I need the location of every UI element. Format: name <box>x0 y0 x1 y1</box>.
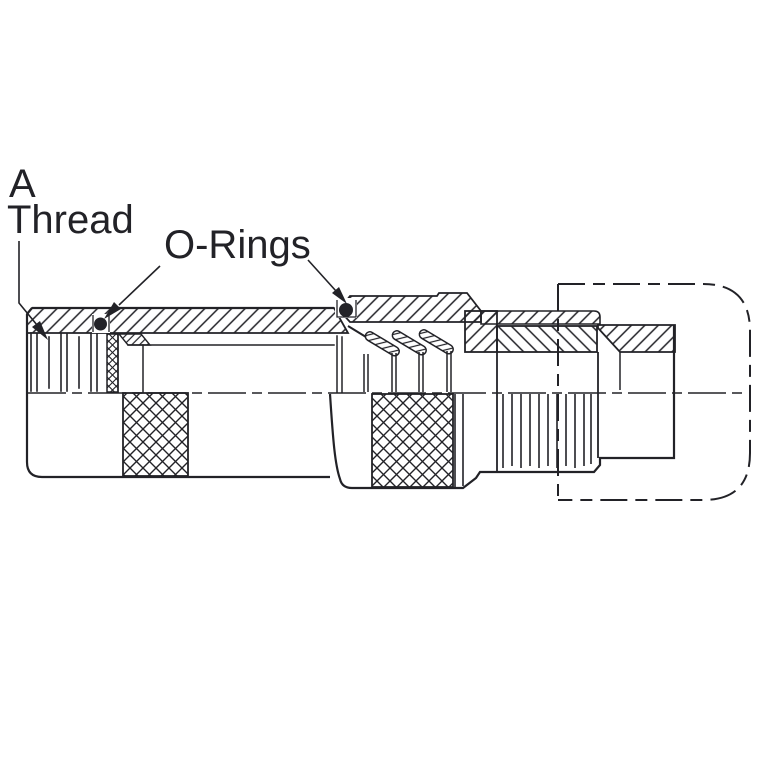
oring-left-group <box>92 314 110 333</box>
end-fitting-hatch <box>597 324 676 353</box>
insert-chamfer <box>117 333 152 346</box>
nut-skirt <box>480 310 601 325</box>
callout-a-letter: A <box>9 162 36 206</box>
left-body-section <box>26 307 350 477</box>
callout-thread-word: Thread <box>7 198 134 242</box>
sleeve-hatch-band <box>496 325 598 353</box>
ribbed-sleeve <box>496 325 599 472</box>
end-fitting <box>597 324 676 390</box>
leader-arrow-oring-left <box>104 302 121 319</box>
knurl-band-right <box>371 393 454 488</box>
leader-line-oring-right <box>307 259 337 292</box>
leader-line-thread <box>18 241 38 326</box>
coupling-nut <box>337 292 601 488</box>
callout-orings: O-Rings <box>104 223 347 319</box>
thread-section <box>30 332 98 392</box>
callout-a-thread: A Thread <box>7 162 134 340</box>
finger-tails <box>363 351 452 392</box>
phantom-mating-outline <box>557 283 751 501</box>
left-shell-hatch <box>26 307 350 334</box>
knurl-band-left <box>122 392 189 477</box>
leader-arrow-thread <box>32 321 48 340</box>
sleeve-ribs <box>502 394 592 468</box>
nut-sleeve-outline <box>328 325 676 490</box>
oring-right-group <box>335 298 357 318</box>
oring-right <box>339 303 353 317</box>
callout-orings-label: O-Rings <box>164 223 311 267</box>
retention-fingers <box>364 329 454 357</box>
seal-strip <box>106 333 119 393</box>
nut-shell-hatch <box>337 292 482 323</box>
leader-arrow-oring-right <box>332 287 347 304</box>
oring-left <box>94 317 107 331</box>
leader-line-oring-left <box>118 265 161 306</box>
